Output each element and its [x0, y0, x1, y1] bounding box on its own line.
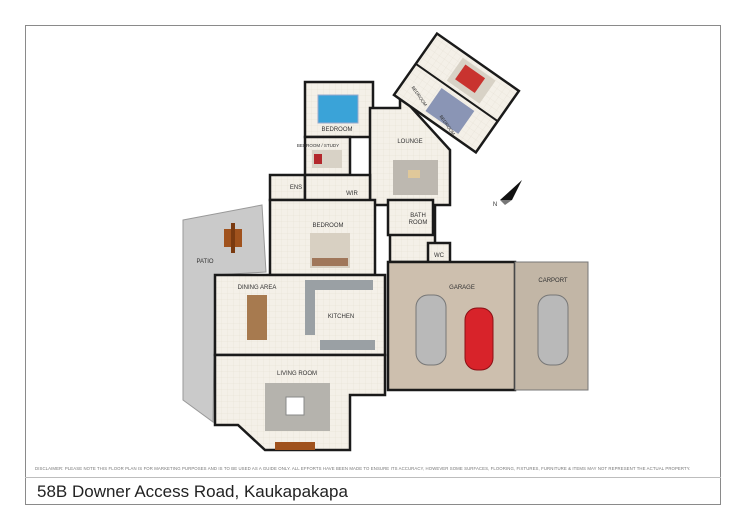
car-red-icon: [464, 307, 494, 371]
room-label-patio: PATIO: [196, 259, 213, 265]
room-label-carport: CARPORT: [538, 278, 568, 284]
room-label-kitchen: KITCHEN: [328, 314, 354, 320]
bedroom-wing: [392, 31, 521, 155]
car-silver-icon: [415, 294, 447, 366]
room-label-living: LIVING ROOM: [277, 371, 317, 377]
bed-icon: [317, 94, 359, 124]
dining-table-icon: [247, 295, 267, 340]
room-label-ens: ENS: [290, 185, 302, 191]
kitchen-bench: [305, 280, 373, 290]
room-label-dining: DINING AREA: [238, 285, 277, 291]
room-label-lounge: LOUNGE: [397, 139, 422, 145]
room-label-wc: WC: [434, 253, 445, 259]
patio-table: [224, 223, 242, 253]
room-label-bedroom-main: BEDROOM: [312, 223, 343, 229]
room-label-bath: BATH: [410, 213, 426, 219]
north-arrow-icon: N: [493, 180, 522, 208]
room-label-bedroom-top: BEDROOM: [321, 127, 352, 133]
disclaimer-text: DISCLAIMER: PLEASE NOTE THIS FLOOR PLAN …: [35, 466, 691, 471]
room-label-room: ROOM: [409, 220, 428, 226]
svg-text:N: N: [493, 202, 497, 208]
room-label-garage: GARAGE: [449, 285, 475, 291]
room-label-wir: WIR: [346, 191, 358, 197]
plan-frame: [25, 25, 721, 505]
property-address: 58B Downer Access Road, Kaukapakapa: [37, 482, 348, 501]
garage-area: [386, 260, 517, 392]
room-label-bedroom-study: BEDROOM / STUDY: [297, 143, 339, 148]
footer-divider: [25, 477, 721, 478]
car-silver-icon: [537, 294, 569, 366]
tv-unit: [275, 442, 315, 450]
